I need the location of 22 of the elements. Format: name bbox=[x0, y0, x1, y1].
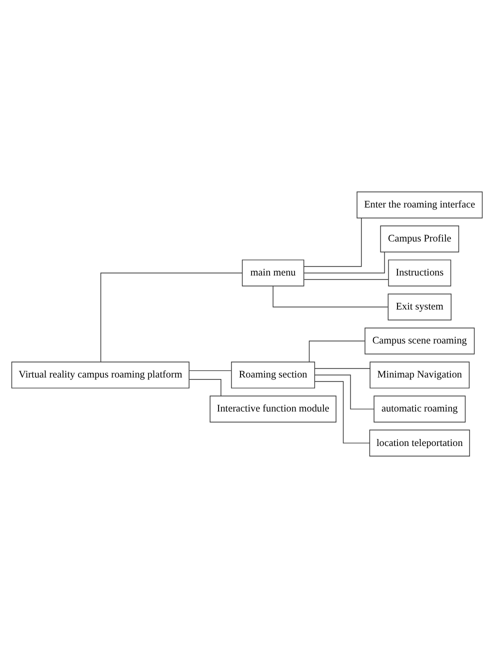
connector bbox=[100, 272, 243, 362]
connector bbox=[304, 278, 389, 280]
node-box: Virtual reality campus roaming platform bbox=[11, 361, 190, 388]
node-box: Campus Profile bbox=[380, 225, 460, 252]
node-box: Enter the roaming interface bbox=[356, 191, 483, 218]
node-box: location teleportation bbox=[369, 429, 470, 456]
connector bbox=[188, 378, 222, 396]
node-box: main menu bbox=[242, 259, 304, 286]
node-box: Interactive function module bbox=[210, 395, 336, 422]
connector bbox=[308, 340, 366, 362]
connector bbox=[304, 251, 385, 273]
node-box: automatic roaming bbox=[374, 395, 466, 422]
connector bbox=[314, 380, 370, 443]
node-box: Instructions bbox=[388, 259, 452, 286]
node-box: Roaming section bbox=[231, 361, 316, 388]
node-box: Minimap Navigation bbox=[370, 361, 470, 388]
connector bbox=[304, 217, 362, 266]
node-box: Campus scene roaming bbox=[364, 327, 475, 354]
connector bbox=[188, 370, 232, 371]
connector bbox=[272, 285, 388, 307]
node-box: Exit system bbox=[388, 293, 452, 320]
connector bbox=[314, 374, 374, 409]
